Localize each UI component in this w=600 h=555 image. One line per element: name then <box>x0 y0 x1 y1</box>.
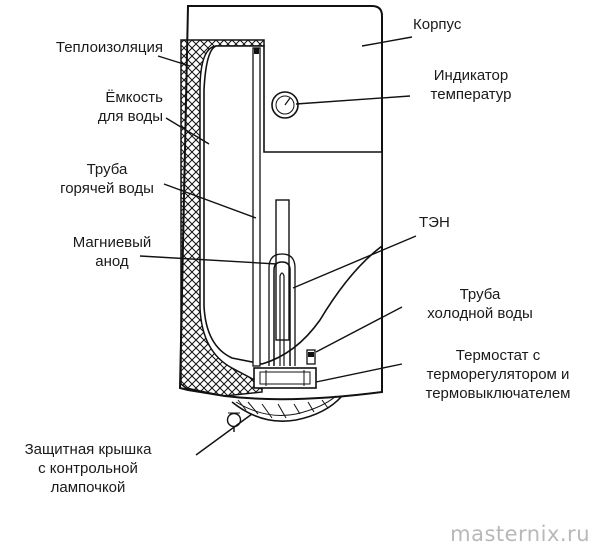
label-heater-text: ТЭН <box>419 214 450 231</box>
label-anode-line-1: Магниевый <box>72 234 152 251</box>
leader-indicator <box>295 95 411 105</box>
leader-anode <box>139 255 278 265</box>
leader-lines <box>139 36 417 456</box>
label-tank-line-1: Ёмкость <box>105 89 163 106</box>
temperature-indicator-icon <box>271 91 299 119</box>
protective-cover <box>231 395 343 422</box>
thermostat-block <box>253 367 317 389</box>
label-insulation-text: Теплоизоляция <box>55 39 163 56</box>
label-body: Корпус <box>413 15 461 34</box>
leader-heater <box>292 235 417 289</box>
label-insulation: Теплоизоляция <box>56 38 163 57</box>
leader-tank <box>165 117 210 145</box>
label-thermostat-line-3: термовыключателем <box>425 385 571 402</box>
label-thermostat-line-1: Термостат с <box>455 347 541 364</box>
label-tank: Ёмкость для воды <box>98 88 163 126</box>
leader-cover <box>195 413 253 456</box>
label-hot-pipe-line-1: Труба <box>86 161 128 178</box>
label-anode-line-2: анод <box>95 253 129 270</box>
magnesium-anode <box>275 199 290 341</box>
label-cover-line-3: лампочкой <box>50 479 126 496</box>
leader-hot-pipe <box>163 183 257 219</box>
leader-insulation <box>157 55 191 67</box>
watermark: masternix.ru <box>450 522 590 546</box>
cold-water-pipe <box>306 349 316 365</box>
control-lamp-icon <box>226 412 242 432</box>
label-heater: ТЭН <box>419 213 450 232</box>
label-thermostat: Термостат с терморегулятором и термовыкл… <box>400 346 596 403</box>
label-tank-line-2: для воды <box>97 108 163 125</box>
heating-element <box>268 253 296 366</box>
label-indicator: Индикатор температур <box>412 66 530 104</box>
label-indicator-line-1: Индикатор <box>433 67 509 84</box>
label-cover-line-1: Защитная крышка <box>24 441 152 458</box>
label-body-text: Корпус <box>413 16 462 33</box>
label-hot-pipe-line-2: горячей воды <box>60 180 154 197</box>
leader-body <box>361 36 413 47</box>
label-cover-line-2: с контрольной <box>38 460 138 477</box>
label-cold-pipe-line-1: Труба <box>459 286 501 303</box>
leader-cold-pipe <box>315 306 403 353</box>
hot-water-pipe <box>252 47 261 367</box>
label-anode: Магниевый анод <box>62 233 162 271</box>
label-cold-pipe-line-2: холодной воды <box>427 305 533 322</box>
label-cover: Защитная крышка с контрольной лампочкой <box>0 440 176 497</box>
label-cold-pipe: Труба холодной воды <box>412 285 548 323</box>
label-hot-pipe: Труба горячей воды <box>44 160 170 198</box>
leader-thermostat <box>315 363 403 383</box>
label-thermostat-line-2: терморегулятором и <box>426 366 570 383</box>
label-indicator-line-2: температур <box>430 86 512 103</box>
